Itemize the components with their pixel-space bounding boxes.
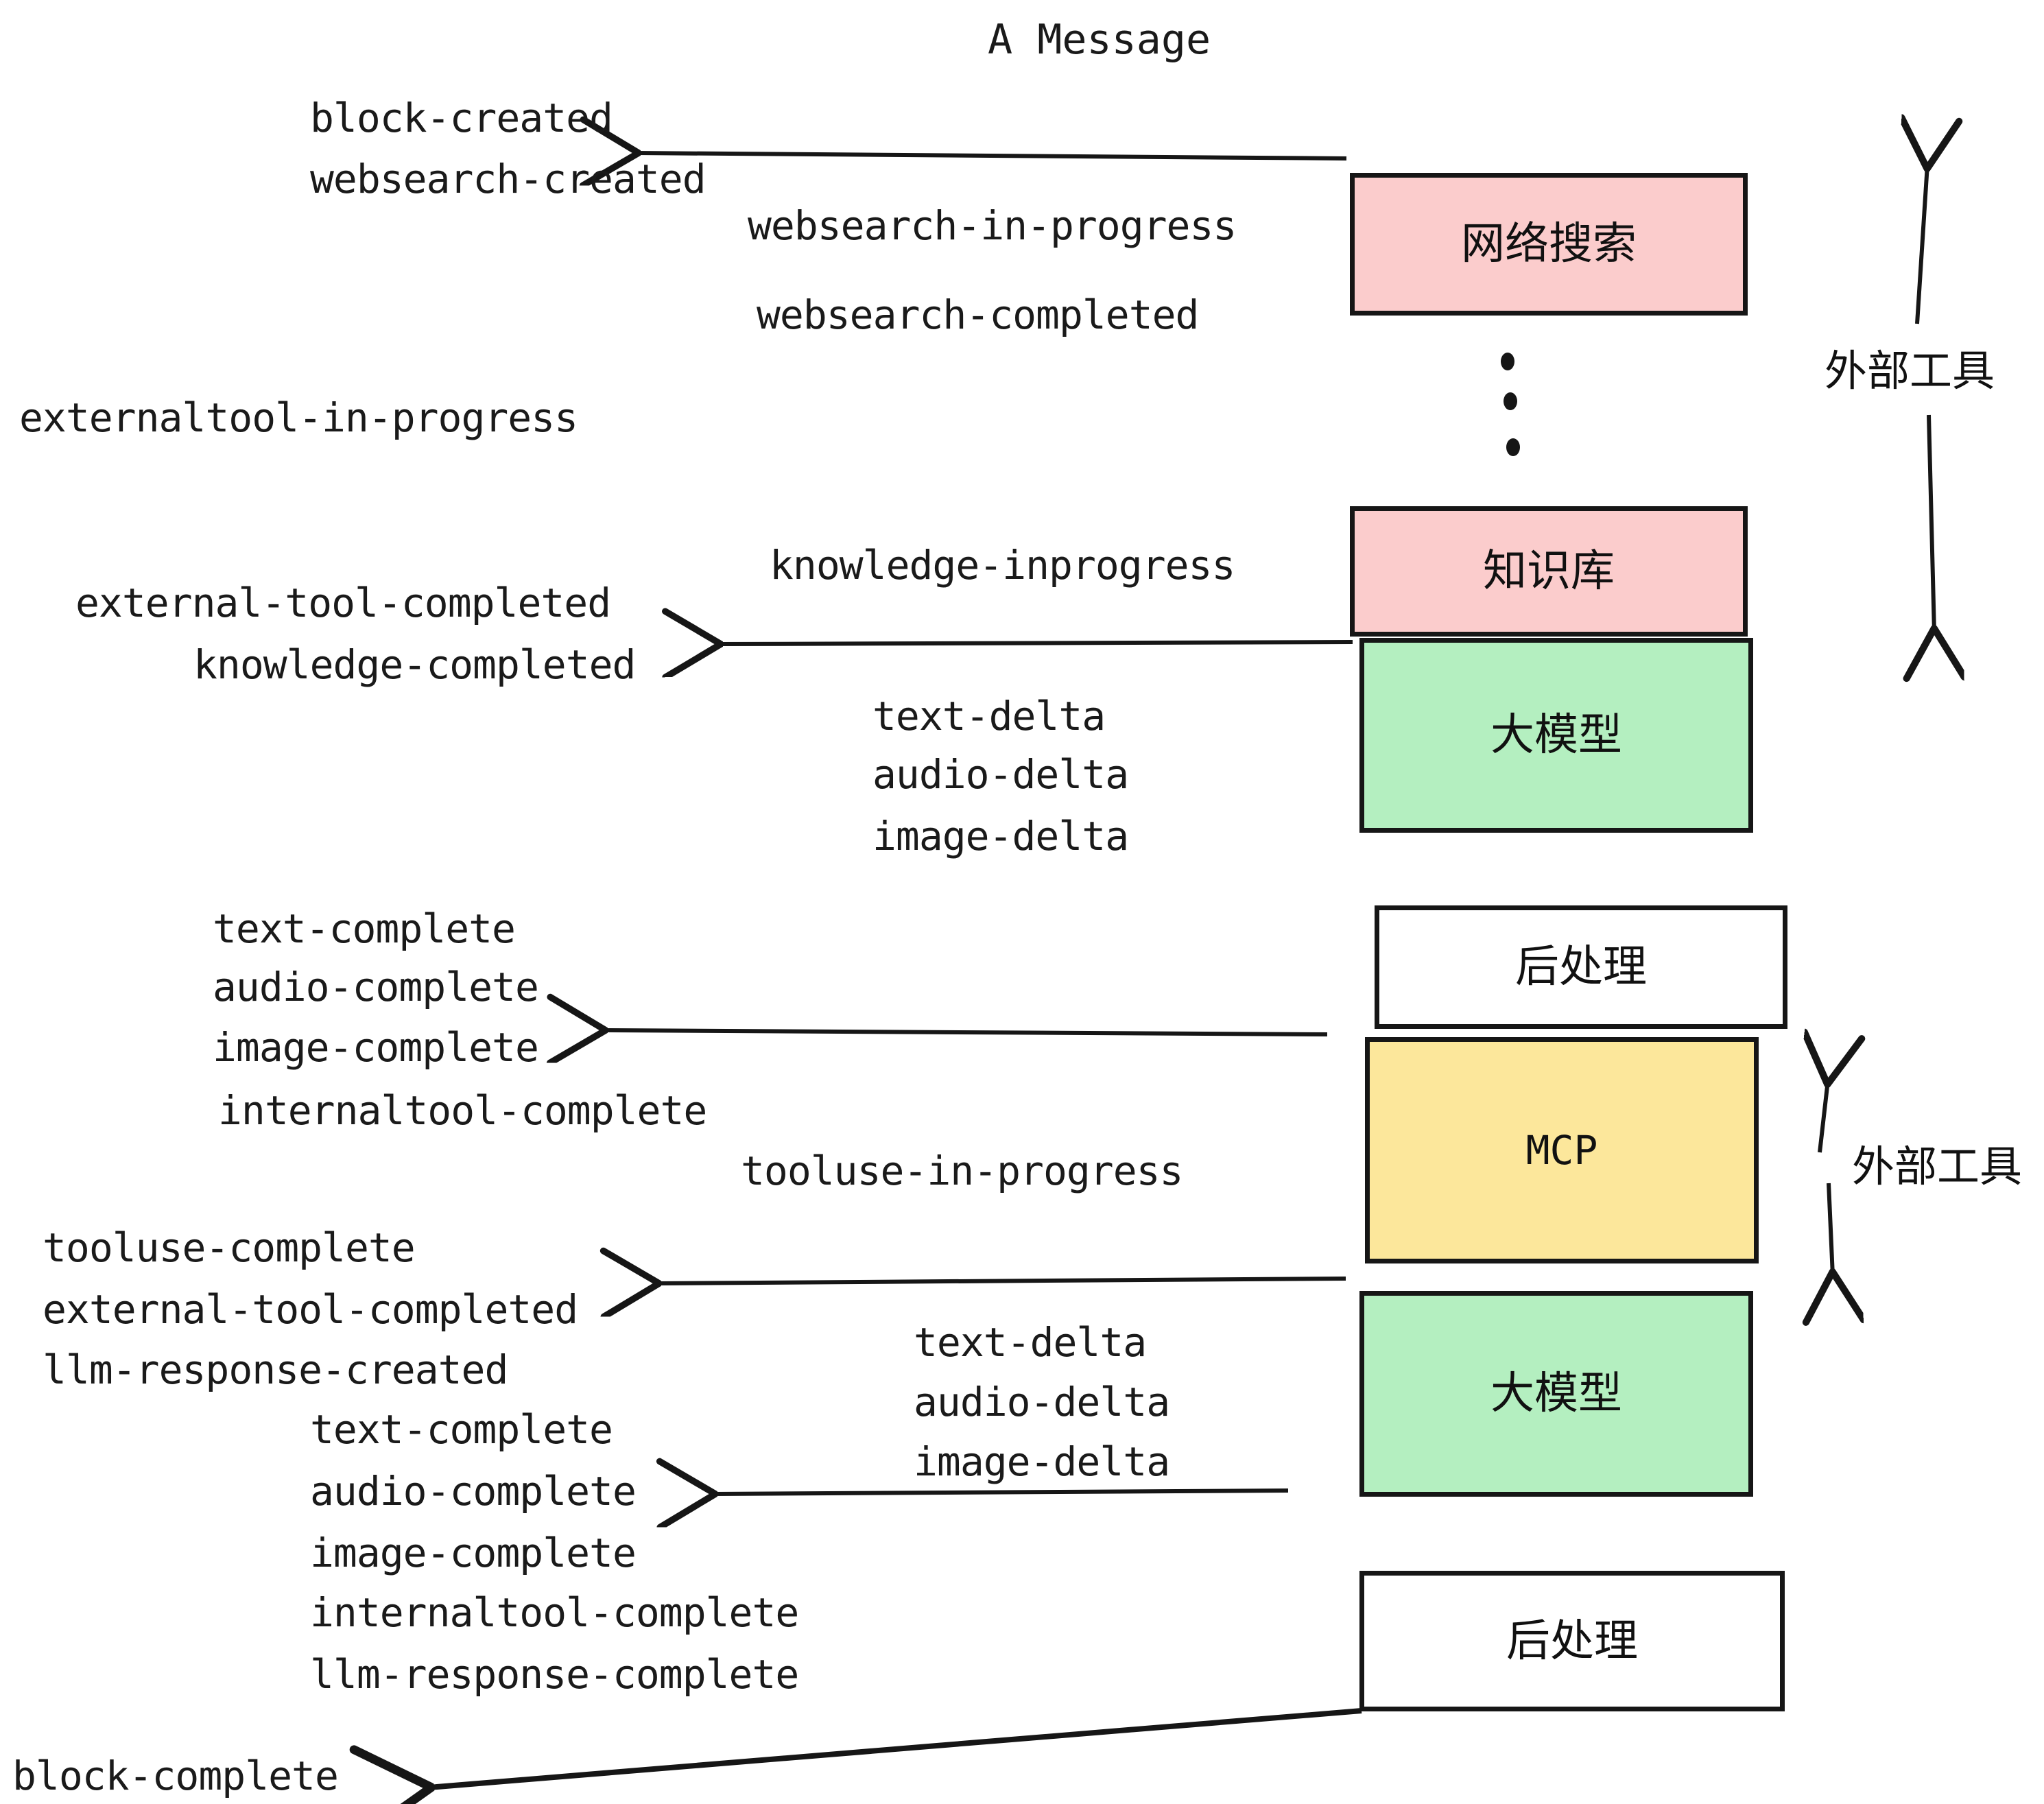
node-box-mcp[interactable]: MCP (1365, 1037, 1759, 1263)
event-label-audio-delta-2: audio-delta (914, 1379, 1170, 1425)
arrow-audio-complete (713, 1491, 1289, 1494)
event-label-text-delta-2: text-delta (914, 1319, 1147, 1366)
event-label-image-complete-2: image-complete (310, 1530, 637, 1576)
side-label-external-tool-top: 外部工具 (1825, 346, 1995, 396)
node-box-llm-top[interactable]: 大模型 (1359, 638, 1753, 833)
diagram-title: A Message (988, 16, 1211, 64)
event-label-external-tool-completed-1: external-tool-completed (75, 580, 611, 626)
event-label-image-delta-1: image-delta (872, 813, 1129, 859)
node-label-knowledge: 知识库 (1483, 546, 1615, 597)
external-tool-arrow-up-top (1917, 165, 1927, 324)
event-label-knowledge-completed: knowledge-completed (193, 641, 636, 688)
event-label-text-delta-1: text-delta (872, 693, 1106, 739)
node-label-websearch: 网络搜索 (1461, 219, 1637, 270)
arrow-knowledge-completed (719, 642, 1353, 644)
event-label-tooluse-complete: tooluse-complete (43, 1224, 416, 1271)
event-label-block-created: block-created (310, 95, 613, 141)
event-label-image-delta-2: image-delta (914, 1438, 1170, 1485)
ellipsis-dot-3 (1506, 438, 1520, 456)
side-label-external-tool-bottom: 外部工具 (1852, 1141, 2023, 1191)
event-label-block-complete: block-complete (12, 1753, 339, 1799)
external-tool-arrow-up-bottom (1820, 1080, 1828, 1153)
event-label-llm-response-complete: llm-response-complete (310, 1651, 799, 1698)
event-label-llm-response-created: llm-response-created (43, 1346, 508, 1393)
event-label-image-complete-1: image-complete (213, 1024, 539, 1071)
ellipsis-dot-2 (1504, 392, 1517, 410)
node-box-postprocess-bottom[interactable]: 后处理 (1359, 1571, 1785, 1711)
event-label-audio-delta-1: audio-delta (872, 751, 1129, 798)
node-label-postprocess-bottom: 后处理 (1506, 1615, 1638, 1667)
event-label-websearch-created: websearch-created (310, 156, 706, 202)
event-label-tooluse-in-progress: tooluse-in-progress (741, 1148, 1183, 1194)
arrow-tooluse-complete (657, 1279, 1346, 1283)
event-label-text-complete-1: text-complete (213, 905, 516, 952)
external-tool-arrow-down-bottom (1829, 1183, 1833, 1276)
node-label-mcp: MCP (1525, 1127, 1598, 1174)
event-label-knowledge-inprogress: knowledge-inprogress (770, 542, 1235, 589)
node-box-llm-bottom[interactable]: 大模型 (1359, 1291, 1753, 1497)
event-label-audio-complete-1: audio-complete (213, 964, 539, 1010)
event-label-websearch-completed: websearch-completed (757, 292, 1199, 338)
node-label-postprocess-top: 后处理 (1515, 942, 1647, 993)
node-box-postprocess-top[interactable]: 后处理 (1375, 905, 1787, 1029)
event-label-text-complete-2: text-complete (310, 1406, 613, 1453)
event-label-websearch-in-progress: websearch-in-progress (748, 202, 1237, 249)
node-box-websearch[interactable]: 网络搜索 (1350, 173, 1748, 316)
external-tool-arrow-down-top (1929, 414, 1934, 632)
event-label-audio-complete-2: audio-complete (310, 1468, 637, 1515)
event-label-internaltool-complete-1: internaltool-complete (218, 1087, 707, 1134)
arrow-image-complete (604, 1030, 1328, 1034)
ellipsis-dot-1 (1501, 353, 1514, 370)
event-label-external-tool-completed-2: external-tool-completed (43, 1286, 578, 1333)
node-box-knowledge[interactable]: 知识库 (1350, 506, 1748, 637)
node-label-llm-top: 大模型 (1490, 710, 1622, 761)
node-label-llm-bottom: 大模型 (1490, 1368, 1622, 1419)
event-label-internaltool-complete-2: internaltool-complete (310, 1589, 799, 1636)
arrow-block-created (637, 153, 1347, 158)
event-label-externaltool-in-progress: externaltool-in-progress (19, 394, 578, 441)
arrow-block-complete (429, 1708, 1362, 1788)
